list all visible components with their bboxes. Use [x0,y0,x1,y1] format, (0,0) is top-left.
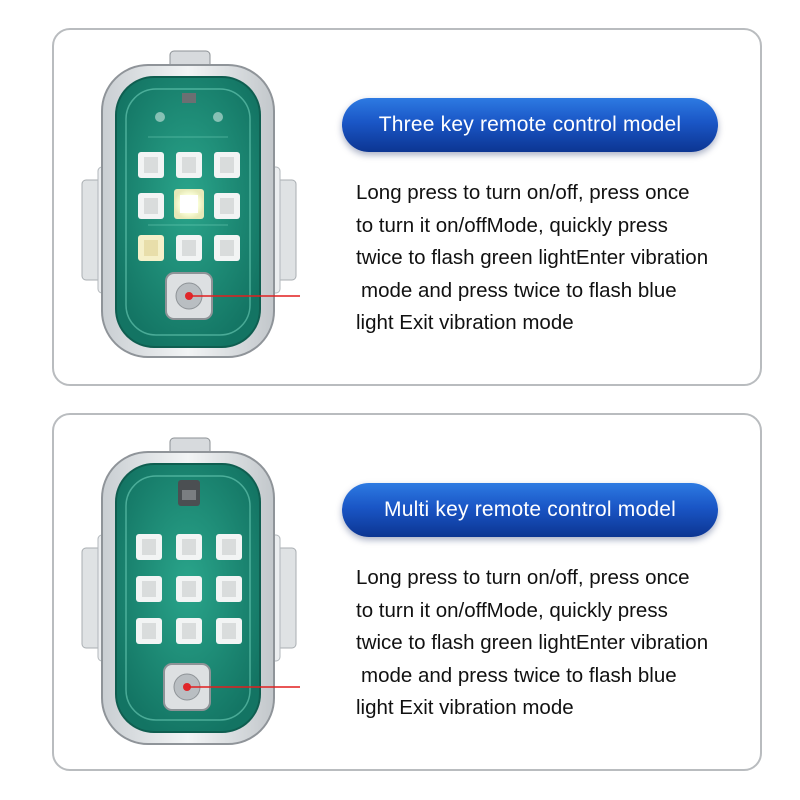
description-line: to turn it on/offMode, quickly press [356,213,668,237]
description-line: light Exit vibration mode [356,696,574,719]
description-line: Long press to turn on/off, press once [356,181,690,204]
description-line: to turn it on/offMode, quickly press [356,598,668,622]
description-line: light Exit vibration mode [356,311,574,334]
model-description: Long press to turn on/off, press once to… [356,562,751,725]
model-title: Three key remote control model [378,113,682,136]
description-line: Long press to turn on/off, press once [356,566,690,589]
model-title-pill: Multi key remote control model [342,483,718,537]
description-line: mode and press twice to flash blue [361,663,677,687]
description-line: twice to flash green lightEnter vibratio… [356,246,709,269]
model-title-pill: Three key remote control model [342,98,718,152]
feature-card-three-key: Three key remote control model Long pres… [52,28,762,386]
strobe-light-device-illustration [78,430,300,750]
model-title: Multi key remote control model [384,498,676,521]
description-line: twice to flash green lightEnter vibratio… [356,631,709,654]
feature-card-multi-key: Multi key remote control model Long pres… [52,413,762,771]
model-description: Long press to turn on/off, press once to… [356,177,751,340]
description-line: mode and press twice to flash blue [361,278,677,302]
strobe-light-device-illustration [78,45,300,365]
